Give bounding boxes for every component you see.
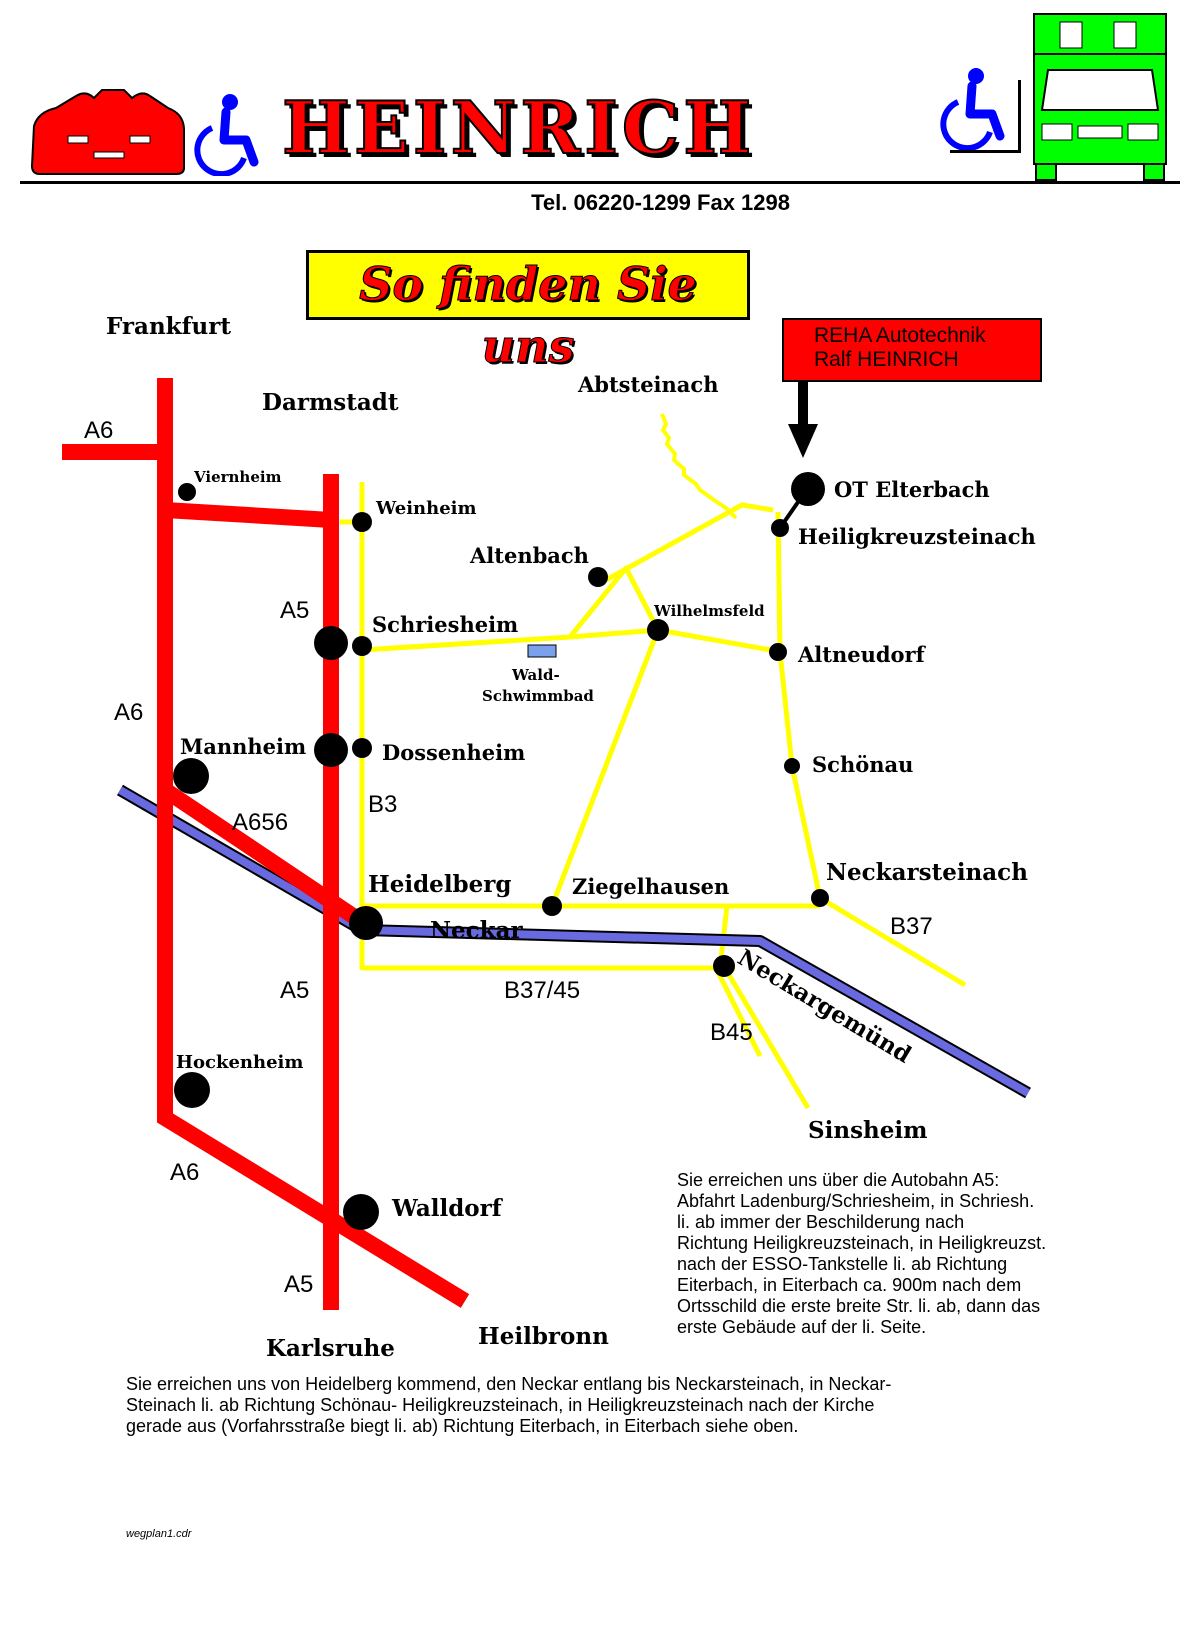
label-neckar: Neckar	[430, 917, 524, 944]
label-frankfurt: Frankfurt	[106, 313, 231, 340]
roads-yellow	[340, 482, 967, 1110]
label-b45: B45	[710, 1019, 753, 1046]
directions-line: erste Gebäude auf der li. Seite.	[677, 1317, 927, 1337]
directions-line: li. ab immer der Beschilderung nach	[677, 1212, 965, 1232]
directions-line: Sie erreichen uns von Heidelberg kommend…	[126, 1374, 892, 1394]
label-darmstadt: Darmstadt	[262, 389, 399, 416]
wheelchair-icon	[940, 68, 1005, 150]
company-box: REHA Autotechnik Ralf HEINRICH	[782, 318, 1042, 382]
label-a5-mid: A5	[280, 977, 309, 1004]
file-name: wegplan1.cdr	[126, 1528, 192, 1540]
label-karlsruhe: Karlsruhe	[266, 1335, 395, 1362]
place-dots	[173, 472, 829, 1230]
label-schoenau: Schönau	[812, 752, 913, 777]
pool-marker	[527, 644, 557, 658]
directions-line: Ortsschild die erste breite Str. li. ab,…	[677, 1296, 1041, 1316]
label-b37-45: B37/45	[504, 977, 580, 1004]
company-line-1: REHA Autotechnik	[814, 324, 986, 347]
directions-autobahn: Sie erreichen uns über die Autobahn A5: …	[677, 1170, 1046, 1338]
label-a5-top: A5	[280, 597, 309, 624]
road-wilhelmsfeld-nord	[604, 502, 774, 583]
directions-heidelberg: Sie erreichen uns von Heidelberg kommend…	[126, 1374, 891, 1437]
wheelchair-icon	[194, 94, 259, 176]
label-heiligkreuzsteinach: Heiligkreuzsteinach	[798, 524, 1036, 549]
motorway-a6-main	[157, 378, 470, 1308]
directions-line: Abfahrt Ladenburg/Schriesheim, in Schrie…	[677, 1191, 1035, 1211]
label-hockenheim: Hockenheim	[176, 1052, 303, 1073]
label-weinheim: Weinheim	[375, 498, 477, 519]
label-schwimmbad: Schwimmbad	[482, 687, 594, 705]
directions-line: gerade aus (Vorfahrsstraße biegt li. ab)…	[126, 1416, 799, 1436]
road-wilhelmsfeld-ziegelhausen	[549, 629, 661, 907]
label-ot-elterbach: OT Elterbach	[834, 477, 990, 502]
label-schriesheim: Schriesheim	[372, 612, 518, 637]
label-neckarsteinach: Neckarsteinach	[826, 859, 1028, 886]
company-line-2: Ralf HEINRICH	[814, 348, 959, 371]
directions-line: Sie erreichen uns über die Autobahn A5:	[677, 1170, 1000, 1190]
road-abtsteinach	[660, 413, 738, 520]
directions-line: nach der ESSO-Tankstelle li. ab Richtung	[677, 1254, 1008, 1274]
directions-line: Richtung Heiligkreuzsteinach, in Heiligk…	[677, 1233, 1047, 1253]
label-heilbronn: Heilbronn	[478, 1323, 609, 1350]
green-van-icon	[1033, 13, 1167, 181]
label-dossenheim: Dossenheim	[382, 740, 525, 765]
label-ziegelhausen: Ziegelhausen	[572, 874, 729, 899]
slogan-text: So finden Sie uns	[359, 257, 698, 374]
road-heiligkreuz-neckarsteinach	[775, 511, 823, 899]
road-schriesheim-wilhelmsfeld	[361, 627, 783, 655]
ramp-post	[1018, 80, 1021, 153]
header-rule	[20, 181, 1180, 184]
label-a656: A656	[232, 809, 288, 836]
label-b37: B37	[890, 913, 933, 940]
brand-title: HEINRICH	[281, 85, 756, 170]
road-b45-b	[713, 966, 763, 1058]
arrow-to-company	[788, 382, 818, 458]
motorways	[62, 378, 470, 1310]
label-mannheim: Mannheim	[180, 734, 306, 759]
label-viernheim: Viernheim	[193, 468, 282, 486]
label-b3: B3	[368, 791, 397, 818]
contact-line: Tel. 06220-1299 Fax 1298	[531, 190, 790, 215]
road-b45-a	[722, 966, 811, 1110]
slogan-box: So finden Sie uns	[306, 250, 750, 374]
ramp-line	[950, 150, 1020, 153]
label-neckargemuend: Neckargemünd	[733, 944, 916, 1069]
label-altneudorf: Altneudorf	[797, 642, 927, 667]
motorway-a656	[160, 783, 367, 929]
label-a6-top: A6	[84, 417, 113, 444]
label-altenbach: Altenbach	[469, 543, 589, 568]
label-a6-bottom: A6	[170, 1159, 199, 1186]
red-car-icon	[30, 89, 185, 175]
label-a5-bottom: A5	[284, 1271, 313, 1298]
label-wald: Wald-	[511, 666, 560, 684]
motorway-link-viernheim	[164, 502, 332, 528]
directions-line: Steinach li. ab Richtung Schönau- Heilig…	[126, 1395, 875, 1415]
label-a6-mid: A6	[114, 699, 143, 726]
label-abtsteinach: Abtsteinach	[577, 372, 718, 397]
directions-line: Eiterbach, in Eiterbach ca. 900m nach de…	[677, 1275, 1022, 1295]
label-heidelberg: Heidelberg	[368, 871, 511, 898]
label-wilhelmsfeld: Wilhelmsfeld	[653, 602, 765, 620]
label-sinsheim: Sinsheim	[808, 1117, 927, 1144]
label-walldorf: Walldorf	[391, 1195, 504, 1222]
road-b37	[818, 895, 967, 988]
